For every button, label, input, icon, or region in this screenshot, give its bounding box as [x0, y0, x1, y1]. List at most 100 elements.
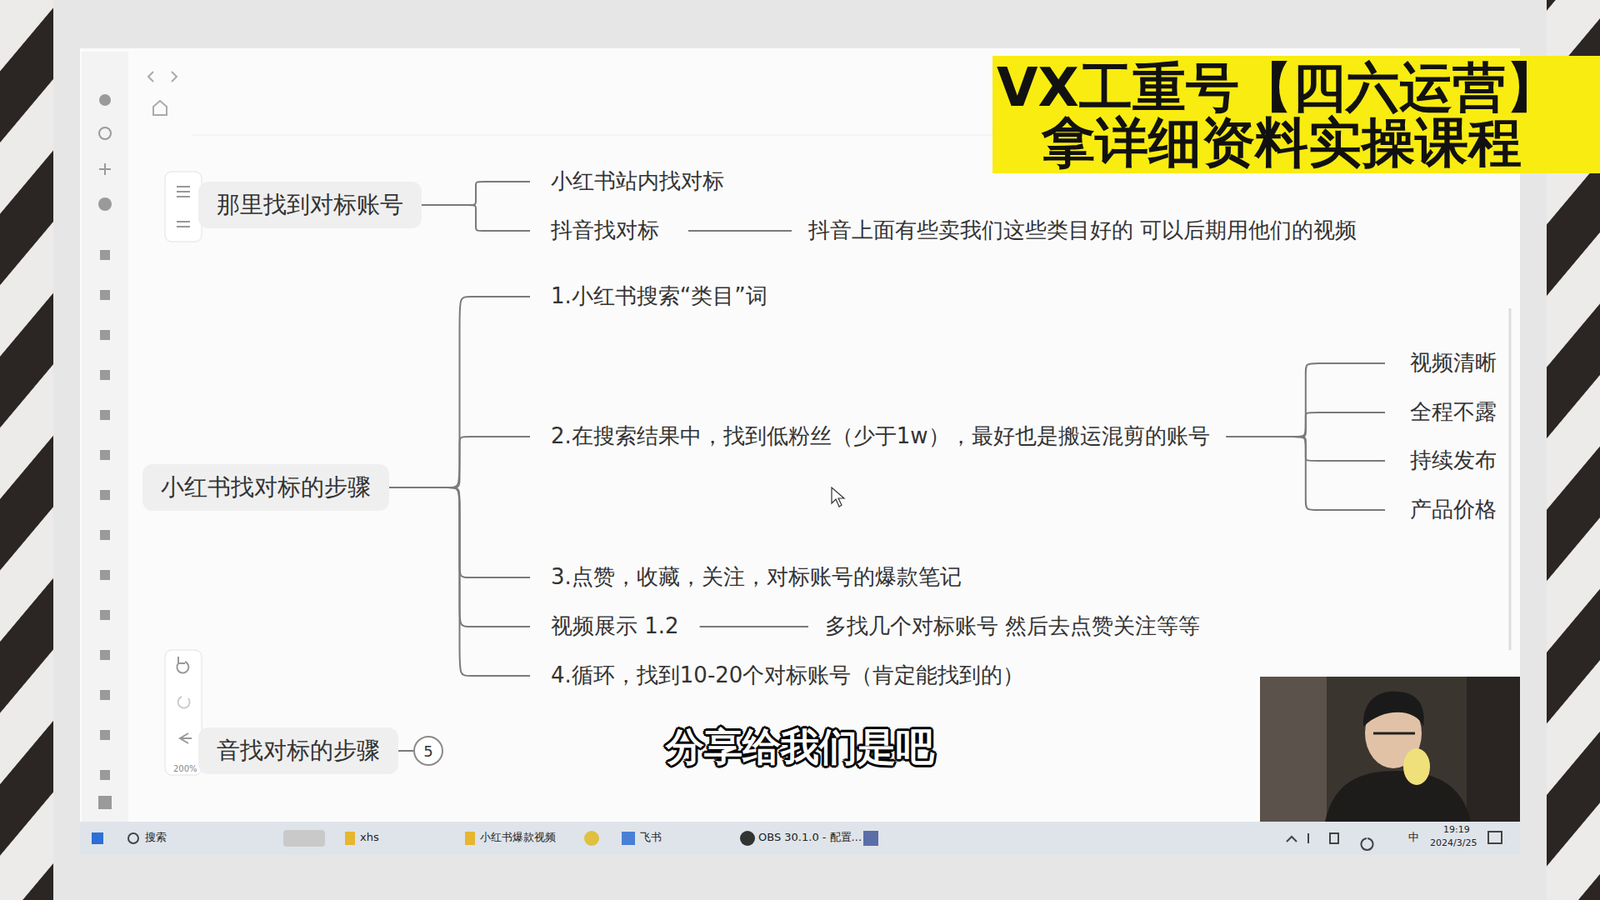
obs-icon: [740, 830, 755, 846]
topic-box: 小红书找对标的步骤: [142, 464, 390, 511]
node-text: 2.在搜索结果中，找到低粉丝（少于1w），最好也是搬运混剪的账号: [550, 422, 1210, 451]
webcam-view: [1260, 676, 1520, 822]
topic-box: 音找对标的步骤: [198, 727, 399, 775]
banner-text: 拿详细资料实操课程: [1041, 115, 1522, 171]
person-body: [1325, 770, 1471, 822]
criterion-text: 全程不露: [1385, 395, 1504, 430]
taskbar-text: OBS 30.1.0 - 配置...: [758, 831, 862, 844]
branch-line: [688, 230, 792, 232]
branch-line: [389, 487, 530, 676]
criterion-text: 视频清晰: [1385, 345, 1504, 381]
subtitle: 分享给我们是吧: [665, 726, 935, 767]
nav-arrows: [148, 71, 177, 115]
taskbar: [80, 821, 1520, 855]
step-text: 4.循环，找到10-20个对标账号（肯定能找到的）: [530, 658, 1031, 694]
person-glasses: [1373, 732, 1415, 735]
undo-icon: [176, 656, 189, 673]
icon: [100, 530, 110, 540]
mouse-cursor: [831, 487, 845, 507]
taskbar-date: 2024/3/25: [1430, 838, 1477, 849]
node-text: 那里找到对标账号: [216, 190, 404, 220]
branch-line: [421, 181, 530, 205]
icon: [100, 490, 110, 500]
app-icon: [584, 830, 600, 846]
icon: [100, 730, 110, 740]
forward-arrow: [171, 71, 177, 82]
node-text: 多找几个对标账号 然后去点赞关注等等: [825, 612, 1200, 641]
taskbar-text: 中: [1408, 831, 1420, 844]
note-text: 抖音上面有些卖我们这些类目好的 可以后期用他们的视频: [791, 213, 1364, 249]
node-text: 抖音上面有些卖我们这些类目好的 可以后期用他们的视频: [808, 216, 1357, 245]
webcam-door: [1466, 676, 1520, 822]
icon: [100, 370, 110, 380]
taskbar-text: 小红书爆款视频: [480, 831, 556, 844]
branch-line: [389, 436, 530, 488]
collapse-icon: [180, 733, 192, 744]
note-text: 多找几个对标账号 然后去点赞关注等等: [808, 609, 1207, 645]
criterion-text: 产品价格: [1385, 492, 1504, 528]
branch-line: [389, 487, 530, 578]
redo-icon: [178, 696, 190, 708]
taskbar-icons: [91, 830, 1502, 850]
subtopic: 小红书站内找对标: [530, 164, 731, 200]
icon: [100, 690, 110, 700]
icon: [100, 330, 110, 340]
scroll-bar: [1509, 308, 1512, 650]
node-text: 5: [423, 742, 433, 760]
branch-line: [1226, 436, 1385, 461]
person-hair: [1363, 691, 1425, 727]
taskbar-thumb: [283, 830, 325, 847]
icon: [100, 610, 110, 620]
criterion-text: 持续发布: [1385, 443, 1504, 479]
node-text: 3.点赞，收藏，关注，对标账号的爆款笔记: [550, 563, 962, 592]
branch-line: [1226, 363, 1385, 437]
icon: [100, 410, 110, 420]
node-text: 抖音找对标: [550, 216, 660, 245]
node-text: 音找对标的步骤: [216, 735, 380, 766]
taskbar-text: 飞书: [640, 831, 662, 844]
node-text: 视频清晰: [1410, 349, 1497, 378]
start-icon: [91, 832, 104, 845]
icon: [99, 127, 111, 140]
branch-line: [1226, 412, 1385, 437]
node-text: 全程不露: [1410, 398, 1497, 427]
subtopic: 抖音找对标: [530, 213, 689, 249]
node-text: 视频展示 1.2: [550, 612, 680, 641]
collapse-count: 5: [413, 735, 444, 766]
node-text: 4.循环，找到10-20个对标账号（肯定能找到的）: [550, 661, 1025, 690]
icon: [100, 250, 110, 260]
step-text: 1.小红书搜索“类目”词: [530, 279, 775, 315]
node-text: 1.小红书搜索“类目”词: [550, 282, 768, 311]
branch-line: [421, 205, 530, 231]
folder-icon: [345, 831, 355, 845]
side-bar: [81, 51, 129, 822]
taskbar-clock: 19:19: [1443, 825, 1470, 835]
branch-line: [389, 296, 530, 488]
side-bar-icons: [98, 94, 112, 810]
tray-icons: [1286, 833, 1374, 850]
branch-line: [398, 750, 414, 752]
icon: [99, 94, 111, 106]
icon: [100, 290, 110, 300]
webcam-ground: [1260, 676, 1520, 822]
branch-line: [389, 487, 530, 627]
person-hand: [1403, 748, 1430, 785]
icon: [99, 163, 111, 175]
tool-panel: [165, 650, 202, 775]
back-arrow: [148, 71, 154, 82]
icon: [100, 770, 110, 780]
notification-icon: [1488, 831, 1502, 844]
icon: [98, 197, 112, 211]
branch-line: [1226, 436, 1385, 510]
app-icon: [863, 830, 879, 846]
node-text: 小红书站内找对标: [550, 167, 725, 196]
topic-box: 那里找到对标账号: [198, 181, 422, 229]
icon: [100, 450, 110, 460]
step-text: 2.在搜索结果中，找到低粉丝（少于1w），最好也是搬运混剪的账号: [530, 419, 1227, 455]
branch-line: [700, 625, 809, 628]
home-icon: [153, 100, 167, 115]
step-text: 3.点赞，收藏，关注，对标账号的爆款笔记: [530, 560, 969, 595]
banner-text: VX工重号【四六运营】: [996, 60, 1560, 116]
search-icon: [128, 833, 139, 844]
